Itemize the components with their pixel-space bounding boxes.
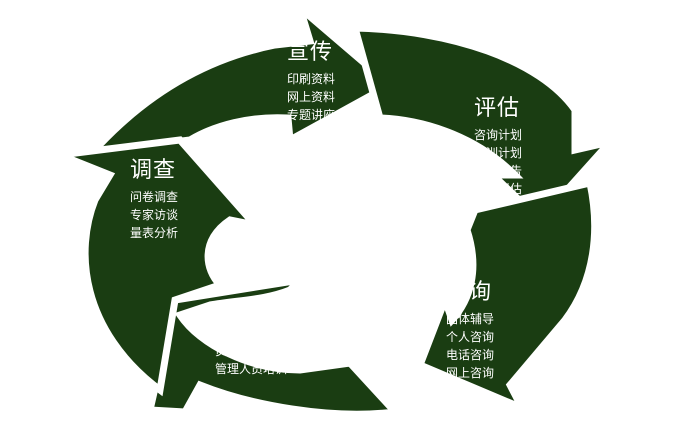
stage-item: 个人咨询 bbox=[446, 330, 495, 344]
segment-evaluation bbox=[350, 24, 620, 226]
stage-item: 团体辅导 bbox=[446, 312, 495, 326]
stage-title: 培训 bbox=[215, 312, 262, 337]
stage-item: 量表分析 bbox=[130, 226, 179, 240]
stage-evaluation: 评估 咨询计划 培训计划 使用报告 效果评估 bbox=[474, 96, 522, 198]
stage-item: 培训计划 bbox=[474, 146, 523, 160]
stage-item: 网上资料 bbox=[287, 90, 336, 104]
stage-item: 印刷资料 bbox=[287, 72, 336, 86]
segment-publicity bbox=[84, 0, 397, 157]
stage-item: 专题讲座 bbox=[287, 108, 336, 122]
stage-item: 管理人员培训 bbox=[215, 362, 288, 376]
stage-item: 员工培训 bbox=[215, 344, 264, 358]
segment-survey bbox=[58, 136, 265, 397]
stage-item: 问卷调查 bbox=[130, 190, 179, 204]
stage-item-list: 咨询计划 培训计划 使用报告 效果评估 bbox=[474, 126, 522, 198]
stage-survey: 调查 问卷调查 专家访谈 量表分析 bbox=[130, 158, 178, 242]
stage-title: 咨询 bbox=[446, 280, 493, 305]
stage-title: 评估 bbox=[474, 96, 521, 121]
stage-consulting: 咨询 团体辅导 个人咨询 电话咨询 网上咨询 bbox=[446, 280, 494, 382]
segment-consulting bbox=[415, 178, 599, 416]
stage-item: 咨询计划 bbox=[474, 128, 523, 142]
stage-item-list: 团体辅导 个人咨询 电话咨询 网上咨询 bbox=[446, 310, 494, 382]
segment-training bbox=[145, 274, 403, 418]
stage-item-list: 员工培训 管理人员培训 bbox=[215, 342, 287, 378]
stage-item: 电话咨询 bbox=[446, 348, 495, 362]
stage-item: 使用报告 bbox=[474, 164, 523, 178]
stage-item: 效果评估 bbox=[474, 182, 523, 196]
stage-publicity: 宣传 印刷资料 网上资料 专题讲座 bbox=[287, 40, 335, 124]
stage-item: 网上咨询 bbox=[446, 366, 495, 380]
stage-title: 宣传 bbox=[287, 40, 334, 65]
stage-item: 专家访谈 bbox=[130, 208, 179, 222]
stage-title: 调查 bbox=[130, 158, 177, 183]
stage-item-list: 问卷调查 专家访谈 量表分析 bbox=[130, 188, 178, 242]
stage-training: 培训 员工培训 管理人员培训 bbox=[215, 312, 287, 378]
stage-item-list: 印刷资料 网上资料 专题讲座 bbox=[287, 70, 335, 124]
